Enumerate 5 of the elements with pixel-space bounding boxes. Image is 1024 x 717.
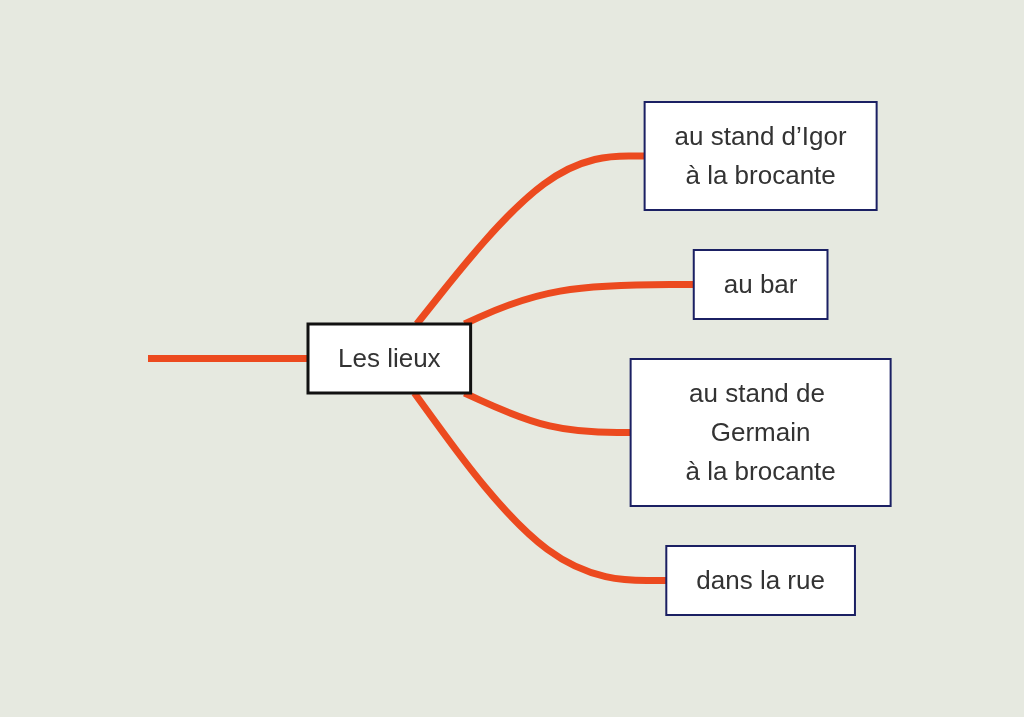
label-card: au stand de Germain à la brocante [629, 358, 892, 507]
label-card: au bar [692, 249, 829, 320]
label-card: Les lieux [306, 322, 472, 395]
label-card: au stand d’Igor à la brocante [643, 101, 878, 211]
label-card: dans la rue [665, 545, 856, 616]
